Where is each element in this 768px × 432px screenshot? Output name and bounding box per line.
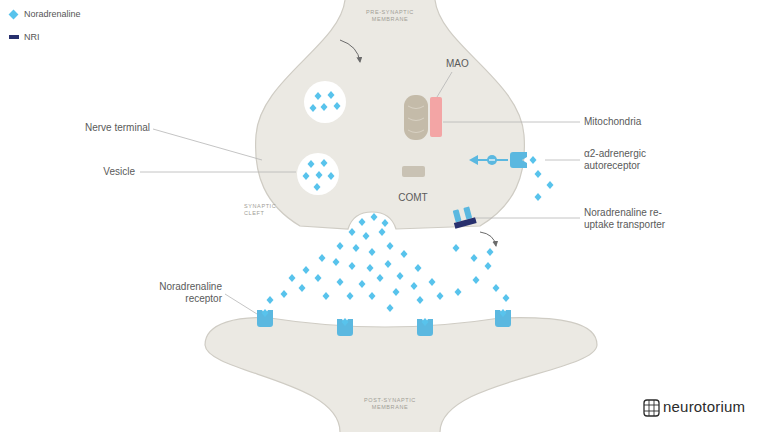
membrane-outline	[195, 305, 605, 432]
part-label: Mitochondria	[584, 116, 674, 128]
legend-swatch	[8, 9, 18, 19]
leader-line	[225, 294, 257, 314]
brand-icon	[644, 400, 659, 416]
legend-label: Noradrenaline	[24, 9, 81, 20]
membrane-fill	[256, 0, 525, 229]
brand-icon-grid	[644, 400, 659, 416]
part-label: α2-adrenergic autoreceptor	[584, 148, 674, 172]
brand-name: neurotorium	[663, 398, 763, 416]
part-label: Noradrenaline re-uptake transporter	[584, 207, 684, 231]
leader-line	[153, 129, 262, 160]
membrane-border	[256, 0, 525, 229]
membrane-label: POST-SYNAPTIC MEMBRANE	[360, 397, 420, 411]
membrane-shape: PRE-SYNAPTIC MEMBRANE	[240, 0, 540, 240]
part-label: COMT	[388, 192, 438, 204]
region-label: SYNAPTIC CLEFT	[244, 203, 284, 217]
membrane-fill	[205, 318, 597, 432]
legend-swatch	[9, 35, 19, 39]
part-label: MAO	[446, 58, 486, 70]
part-label: Nerve terminal	[55, 122, 150, 134]
cleft-molecules	[262, 213, 510, 326]
part-label: Vesicle	[40, 166, 135, 178]
membrane-label: PRE-SYNAPTIC MEMBRANE	[360, 9, 420, 23]
membrane-outline	[240, 0, 540, 240]
membrane-border	[205, 318, 597, 432]
reuptake-arrow	[480, 232, 496, 246]
legend-label: NRI	[24, 32, 40, 43]
membrane-shape: POST-SYNAPTIC MEMBRANE	[195, 305, 605, 432]
autoreceptor-molecules	[530, 156, 554, 201]
brand-icon-frame	[644, 400, 659, 416]
leader-line	[545, 160, 580, 161]
part-label: Noradrenaline receptor	[130, 281, 222, 305]
